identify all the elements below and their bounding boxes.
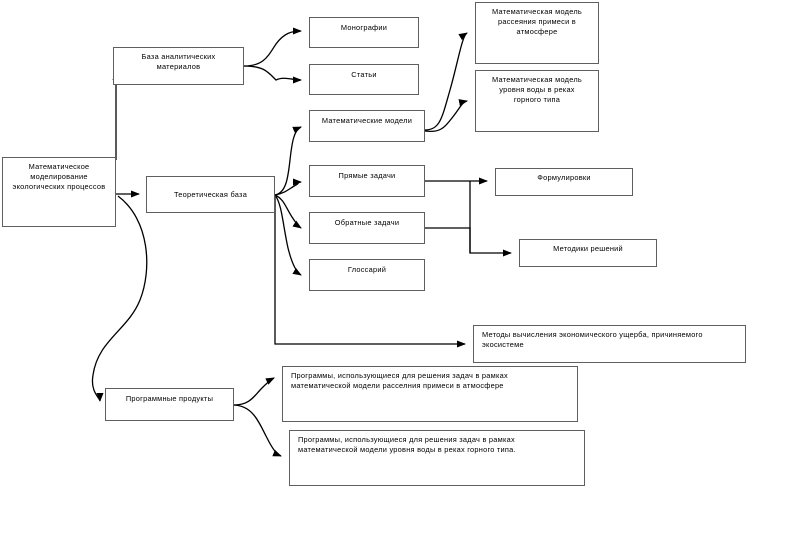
edge-theoretical-to-inverse-problems	[274, 194, 302, 229]
node-damage-methods[interactable]: Методы вычисления экономического ущерба,…	[473, 325, 746, 363]
edge-inverse-to-solution-methods	[425, 227, 512, 257]
node-programs-atmosphere-label: Программы, использующиеся для решения за…	[291, 371, 508, 390]
node-software-products-label: Программные продукты	[125, 394, 214, 403]
node-solution-methods-label: Методики решений	[553, 244, 623, 253]
node-model-river-label: Математическая модель уровня воды в река…	[492, 75, 582, 104]
node-formulations[interactable]: Формулировки	[495, 168, 633, 196]
node-monographs[interactable]: Монографии	[309, 17, 419, 48]
edge-theoretical-to-damage-methods	[274, 197, 466, 348]
edge-theoretical-to-glossary	[274, 194, 302, 276]
node-inverse-problems[interactable]: Обратные задачи	[309, 212, 425, 244]
node-articles[interactable]: Статьи	[309, 64, 419, 95]
node-model-river[interactable]: Математическая модель уровня воды в река…	[475, 70, 599, 132]
edge-theoretical-to-math-models	[274, 126, 302, 196]
node-analytical-base-label: База аналитических материалов	[141, 52, 216, 71]
node-math-models[interactable]: Математические модели	[309, 110, 425, 142]
node-programs-river[interactable]: Программы, использующиеся для решения за…	[289, 430, 585, 486]
node-programs-atmosphere[interactable]: Программы, использующиеся для решения за…	[282, 366, 578, 422]
node-direct-problems[interactable]: Прямые задачи	[309, 165, 425, 197]
edge-theoretical-to-direct-problems	[274, 178, 302, 196]
node-solution-methods[interactable]: Методики решений	[519, 239, 657, 267]
node-formulations-label: Формулировки	[537, 173, 591, 182]
node-theoretical-base-label: Теоретическая база	[173, 189, 248, 199]
node-root-label: Математическое моделирование экологическ…	[12, 162, 106, 191]
edge-analytical-to-monographs	[243, 27, 302, 67]
node-glossary[interactable]: Глоссарий	[309, 259, 425, 291]
edge-software-to-programs-river	[233, 404, 282, 457]
node-root[interactable]: Математическое моделирование экологическ…	[2, 157, 116, 227]
edge-software-to-programs-atmosphere	[233, 377, 275, 406]
node-model-atmosphere-label: Математическая модель рассеяния примеси …	[492, 7, 582, 36]
node-software-products[interactable]: Программные продукты	[105, 388, 234, 421]
node-damage-methods-label: Методы вычисления экономического ущерба,…	[482, 330, 703, 349]
node-glossary-label: Глоссарий	[347, 265, 387, 274]
node-model-atmosphere[interactable]: Математическая модель рассеяния примеси …	[475, 2, 599, 64]
node-monographs-label: Монографии	[340, 23, 388, 32]
edge-math-models-to-model-atmosphere	[424, 32, 468, 131]
edge-root-to-software-products	[91, 195, 148, 402]
edge-math-models-to-model-river	[424, 99, 468, 133]
edge-analytical-to-articles	[243, 65, 302, 84]
node-theoretical-base[interactable]: Теоретическая база	[146, 176, 275, 213]
node-direct-problems-label: Прямые задачи	[338, 171, 396, 180]
node-analytical-base[interactable]: База аналитических материалов	[113, 47, 244, 85]
node-math-models-label: Математические модели	[321, 116, 413, 125]
node-programs-river-label: Программы, использующиеся для решения за…	[298, 435, 516, 454]
node-articles-label: Статьи	[351, 70, 377, 79]
node-inverse-problems-label: Обратные задачи	[334, 218, 400, 227]
